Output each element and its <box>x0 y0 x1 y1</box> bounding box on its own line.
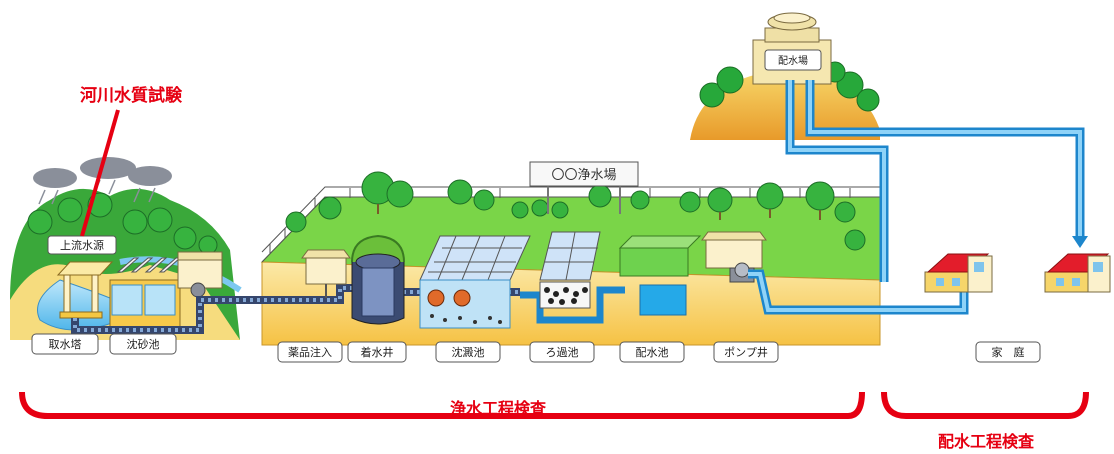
chemical-injection-building <box>301 249 351 298</box>
distribution-bracket: 配水工程検査 <box>881 391 1089 451</box>
svg-text:ろ過池: ろ過池 <box>546 346 579 359</box>
svg-text:着水井: 着水井 <box>361 345 394 359</box>
sedimentation-basin <box>419 235 531 329</box>
house-1 <box>924 253 993 293</box>
label-sedimentation: 沈澱池 <box>435 341 501 363</box>
facility-labels: 取水塔 沈砂池 薬品注入 着水井 沈澱池 ろ過池 配水池 ポンプ井 <box>31 333 1041 363</box>
svg-text:取水塔: 取水塔 <box>49 338 82 351</box>
pump-well-building <box>701 231 767 283</box>
plant-sign-text: 〇〇浄水場 <box>551 168 616 183</box>
purification-inspection-label: 浄水工程検査 <box>450 399 546 418</box>
purification-bracket: 浄水工程検査 <box>19 391 865 419</box>
label-intake-tower: 取水塔 <box>31 333 99 355</box>
distribution-pipes <box>748 80 1088 315</box>
distribution-basin <box>618 235 702 316</box>
plant-sign: 〇〇浄水場 <box>529 161 639 214</box>
river-test-annotation: 河川水質試験 <box>80 85 183 237</box>
upstream-label: 上流水源 <box>60 238 104 252</box>
label-home: 家 庭 <box>975 341 1041 363</box>
label-receiving-well: 着水井 <box>347 341 407 363</box>
river-test-label: 河川水質試験 <box>80 85 183 106</box>
distribution-inspection-label: 配水工程検査 <box>938 432 1034 451</box>
label-chemical-injection: 薬品注入 <box>277 341 343 363</box>
label-pump-well: ポンプ井 <box>713 341 779 363</box>
svg-text:沈澱池: 沈澱池 <box>452 345 485 359</box>
svg-text:配水池: 配水池 <box>636 346 669 359</box>
label-filtration: ろ過池 <box>529 341 595 363</box>
svg-text:家 庭: 家 庭 <box>992 345 1025 359</box>
reservoir-building: 配水場 <box>752 12 832 85</box>
svg-text:ポンプ井: ポンプ井 <box>724 345 768 359</box>
intake-tower <box>56 261 114 319</box>
grit-basin <box>109 251 223 329</box>
label-grit-basin: 沈砂池 <box>109 333 177 355</box>
reservoir-sign: 配水場 <box>778 54 808 67</box>
svg-text:沈砂池: 沈砂池 <box>127 337 160 351</box>
label-distribution-basin: 配水池 <box>619 341 685 363</box>
svg-text:薬品注入: 薬品注入 <box>288 345 332 359</box>
filtration-basin <box>539 231 601 309</box>
receiving-well <box>351 234 405 325</box>
reservoir-hill <box>690 61 880 140</box>
house-2 <box>1044 253 1111 293</box>
